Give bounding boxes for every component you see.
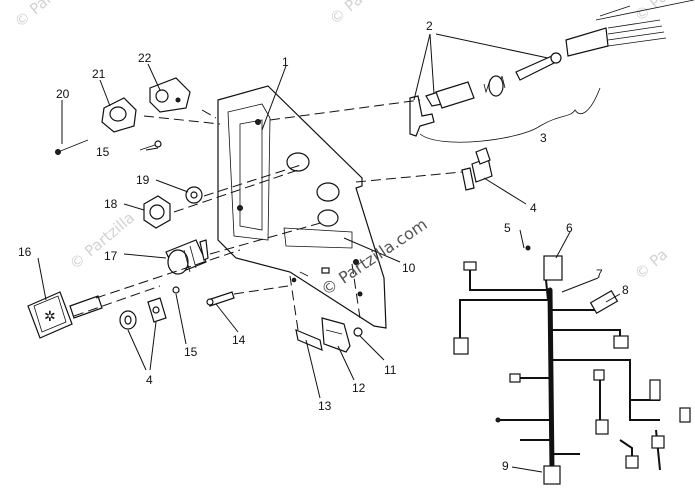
callout-labels: 1 2 3 4 4 5 6 7 8 9 10 11 12 13 14 15 15… xyxy=(18,19,629,473)
left-lower-parts xyxy=(119,286,235,330)
callout-4-upper: 4 xyxy=(530,201,537,215)
callout-11: 11 xyxy=(384,363,397,377)
leader-lines xyxy=(37,33,621,473)
watermark-top-left: © Partzilla xyxy=(11,0,83,31)
panel-part-1 xyxy=(217,85,387,329)
callout-5: 5 xyxy=(504,221,511,235)
wiring-harness xyxy=(453,245,691,485)
switch-assembly-part-2-3 xyxy=(409,0,695,143)
callout-18: 18 xyxy=(104,197,118,211)
toggle-switch-part-4 xyxy=(461,147,493,191)
callout-19: 19 xyxy=(136,173,150,187)
callout-6: 6 xyxy=(566,221,573,235)
callout-1: 1 xyxy=(282,55,289,69)
callout-7: 7 xyxy=(596,267,603,281)
callout-9: 9 xyxy=(502,459,509,473)
callout-4-lower: 4 xyxy=(146,373,153,387)
left-upper-parts xyxy=(55,77,191,155)
callout-10: 10 xyxy=(402,261,416,275)
callout-14: 14 xyxy=(232,333,246,347)
callout-8: 8 xyxy=(622,283,629,297)
left-mid-parts: ✲ xyxy=(27,186,209,339)
alignment-lines xyxy=(73,99,463,331)
callout-20: 20 xyxy=(56,87,70,101)
callout-13: 13 xyxy=(318,399,332,413)
callout-21: 21 xyxy=(92,67,106,81)
watermark-mid-right: © Pa xyxy=(631,245,671,283)
callout-3: 3 xyxy=(540,131,547,145)
callout-15-upper: 15 xyxy=(96,145,110,159)
callout-16: 16 xyxy=(18,245,32,259)
watermark-top-center: © Partzilla xyxy=(326,0,398,28)
callout-22: 22 xyxy=(138,51,152,65)
callout-2: 2 xyxy=(426,19,433,33)
watermark-mid-left: © Partzilla xyxy=(66,209,138,274)
callout-15-lower: 15 xyxy=(184,345,198,359)
bottom-center-parts xyxy=(295,317,363,353)
callout-12: 12 xyxy=(352,381,366,395)
key-logo-icon: ✲ xyxy=(44,309,56,325)
callout-17: 17 xyxy=(104,249,118,263)
